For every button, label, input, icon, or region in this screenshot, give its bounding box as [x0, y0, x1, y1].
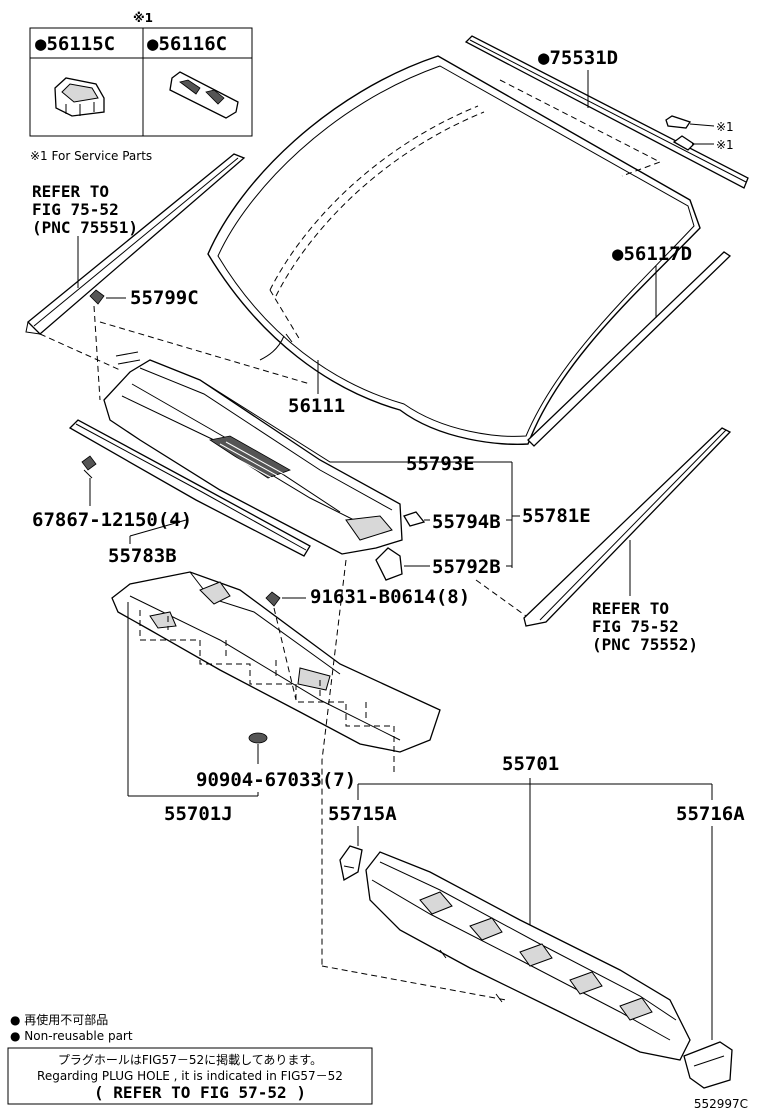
part-55794B	[403, 511, 426, 527]
svg-text:REFER TO: REFER TO	[592, 599, 669, 618]
label-55799C: 55799C	[130, 287, 199, 309]
label-55781E: 55781E	[522, 505, 591, 527]
roof-molding	[464, 35, 749, 189]
grommet-90904	[248, 732, 268, 744]
service-mark: ※1	[133, 11, 153, 25]
svg-text:(PNC 75551): (PNC 75551)	[32, 218, 138, 237]
label-55715A: 55715A	[328, 803, 397, 825]
legend-jp: ● 再使用不可部品	[10, 1012, 108, 1027]
label-56111: 56111	[288, 395, 345, 417]
bolt-91631	[265, 591, 281, 607]
bracket-55716A	[683, 1041, 733, 1089]
label-91631: 91631-B0614(8)	[310, 586, 470, 608]
notice-refer: ( REFER TO FIG 57-52 )	[94, 1083, 306, 1102]
label-55701J: 55701J	[164, 803, 233, 825]
molding-clips	[665, 115, 696, 151]
label-55793E: 55793E	[406, 453, 475, 475]
label-55783B: 55783B	[108, 545, 177, 567]
label-55794B: 55794B	[432, 511, 501, 533]
part-55792B	[375, 547, 403, 581]
drawing-number: 552997C	[694, 1097, 748, 1111]
svg-text:(PNC 75552): (PNC 75552)	[592, 635, 698, 654]
label-90904: 90904-67033(7)	[196, 769, 356, 791]
svg-text:REFER TO: REFER TO	[32, 182, 109, 201]
notice-jp: プラグホールはFIG57－52に掲載してあります。	[58, 1052, 322, 1067]
label-55716A: 55716A	[676, 803, 745, 825]
clip-55799C	[89, 289, 105, 305]
notice-en: Regarding PLUG HOLE , it is indicated in…	[37, 1069, 343, 1083]
refer-left-text: REFER TO FIG 75-52 (PNC 75551)	[32, 182, 138, 237]
windshield-glass	[207, 55, 701, 446]
label-75531D: ●75531D	[538, 47, 618, 69]
plug-hole-notice: プラグホールはFIG57－52に掲載してあります。 Regarding PLUG…	[7, 1047, 373, 1105]
part-56116C-label: ●56116C	[147, 33, 227, 55]
clip-67867	[81, 455, 97, 479]
service-parts-note: ※1 For Service Parts	[30, 149, 152, 163]
legend-en: ● Non-reusable part	[10, 1029, 133, 1043]
label-55701: 55701	[502, 753, 559, 775]
label-56117D: ●56117D	[612, 243, 692, 265]
part-56115C-label: ●56115C	[35, 33, 115, 55]
seal-55783B	[68, 419, 311, 557]
service-mark-a: ※1	[716, 120, 734, 134]
clip-56116C-drawing	[169, 71, 239, 119]
service-parts-box: ※1 ●56115C ●56116C	[29, 11, 253, 137]
cowl-panel-55701	[365, 851, 691, 1061]
right-pillar-molding	[523, 427, 732, 627]
cowl-louver	[103, 351, 403, 555]
glass-side-molding	[527, 251, 732, 447]
clip-56115C-drawing	[54, 77, 105, 117]
label-67867: 67867-12150(4)	[32, 509, 192, 531]
refer-right-text: REFER TO FIG 75-52 (PNC 75552)	[592, 599, 698, 654]
svg-text:FIG 75-52: FIG 75-52	[592, 617, 679, 636]
left-pillar-molding	[25, 153, 246, 335]
svg-text:FIG 75-52: FIG 75-52	[32, 200, 119, 219]
service-mark-b: ※1	[716, 138, 734, 152]
label-55792B: 55792B	[432, 556, 501, 578]
bracket-55715A	[339, 845, 363, 882]
